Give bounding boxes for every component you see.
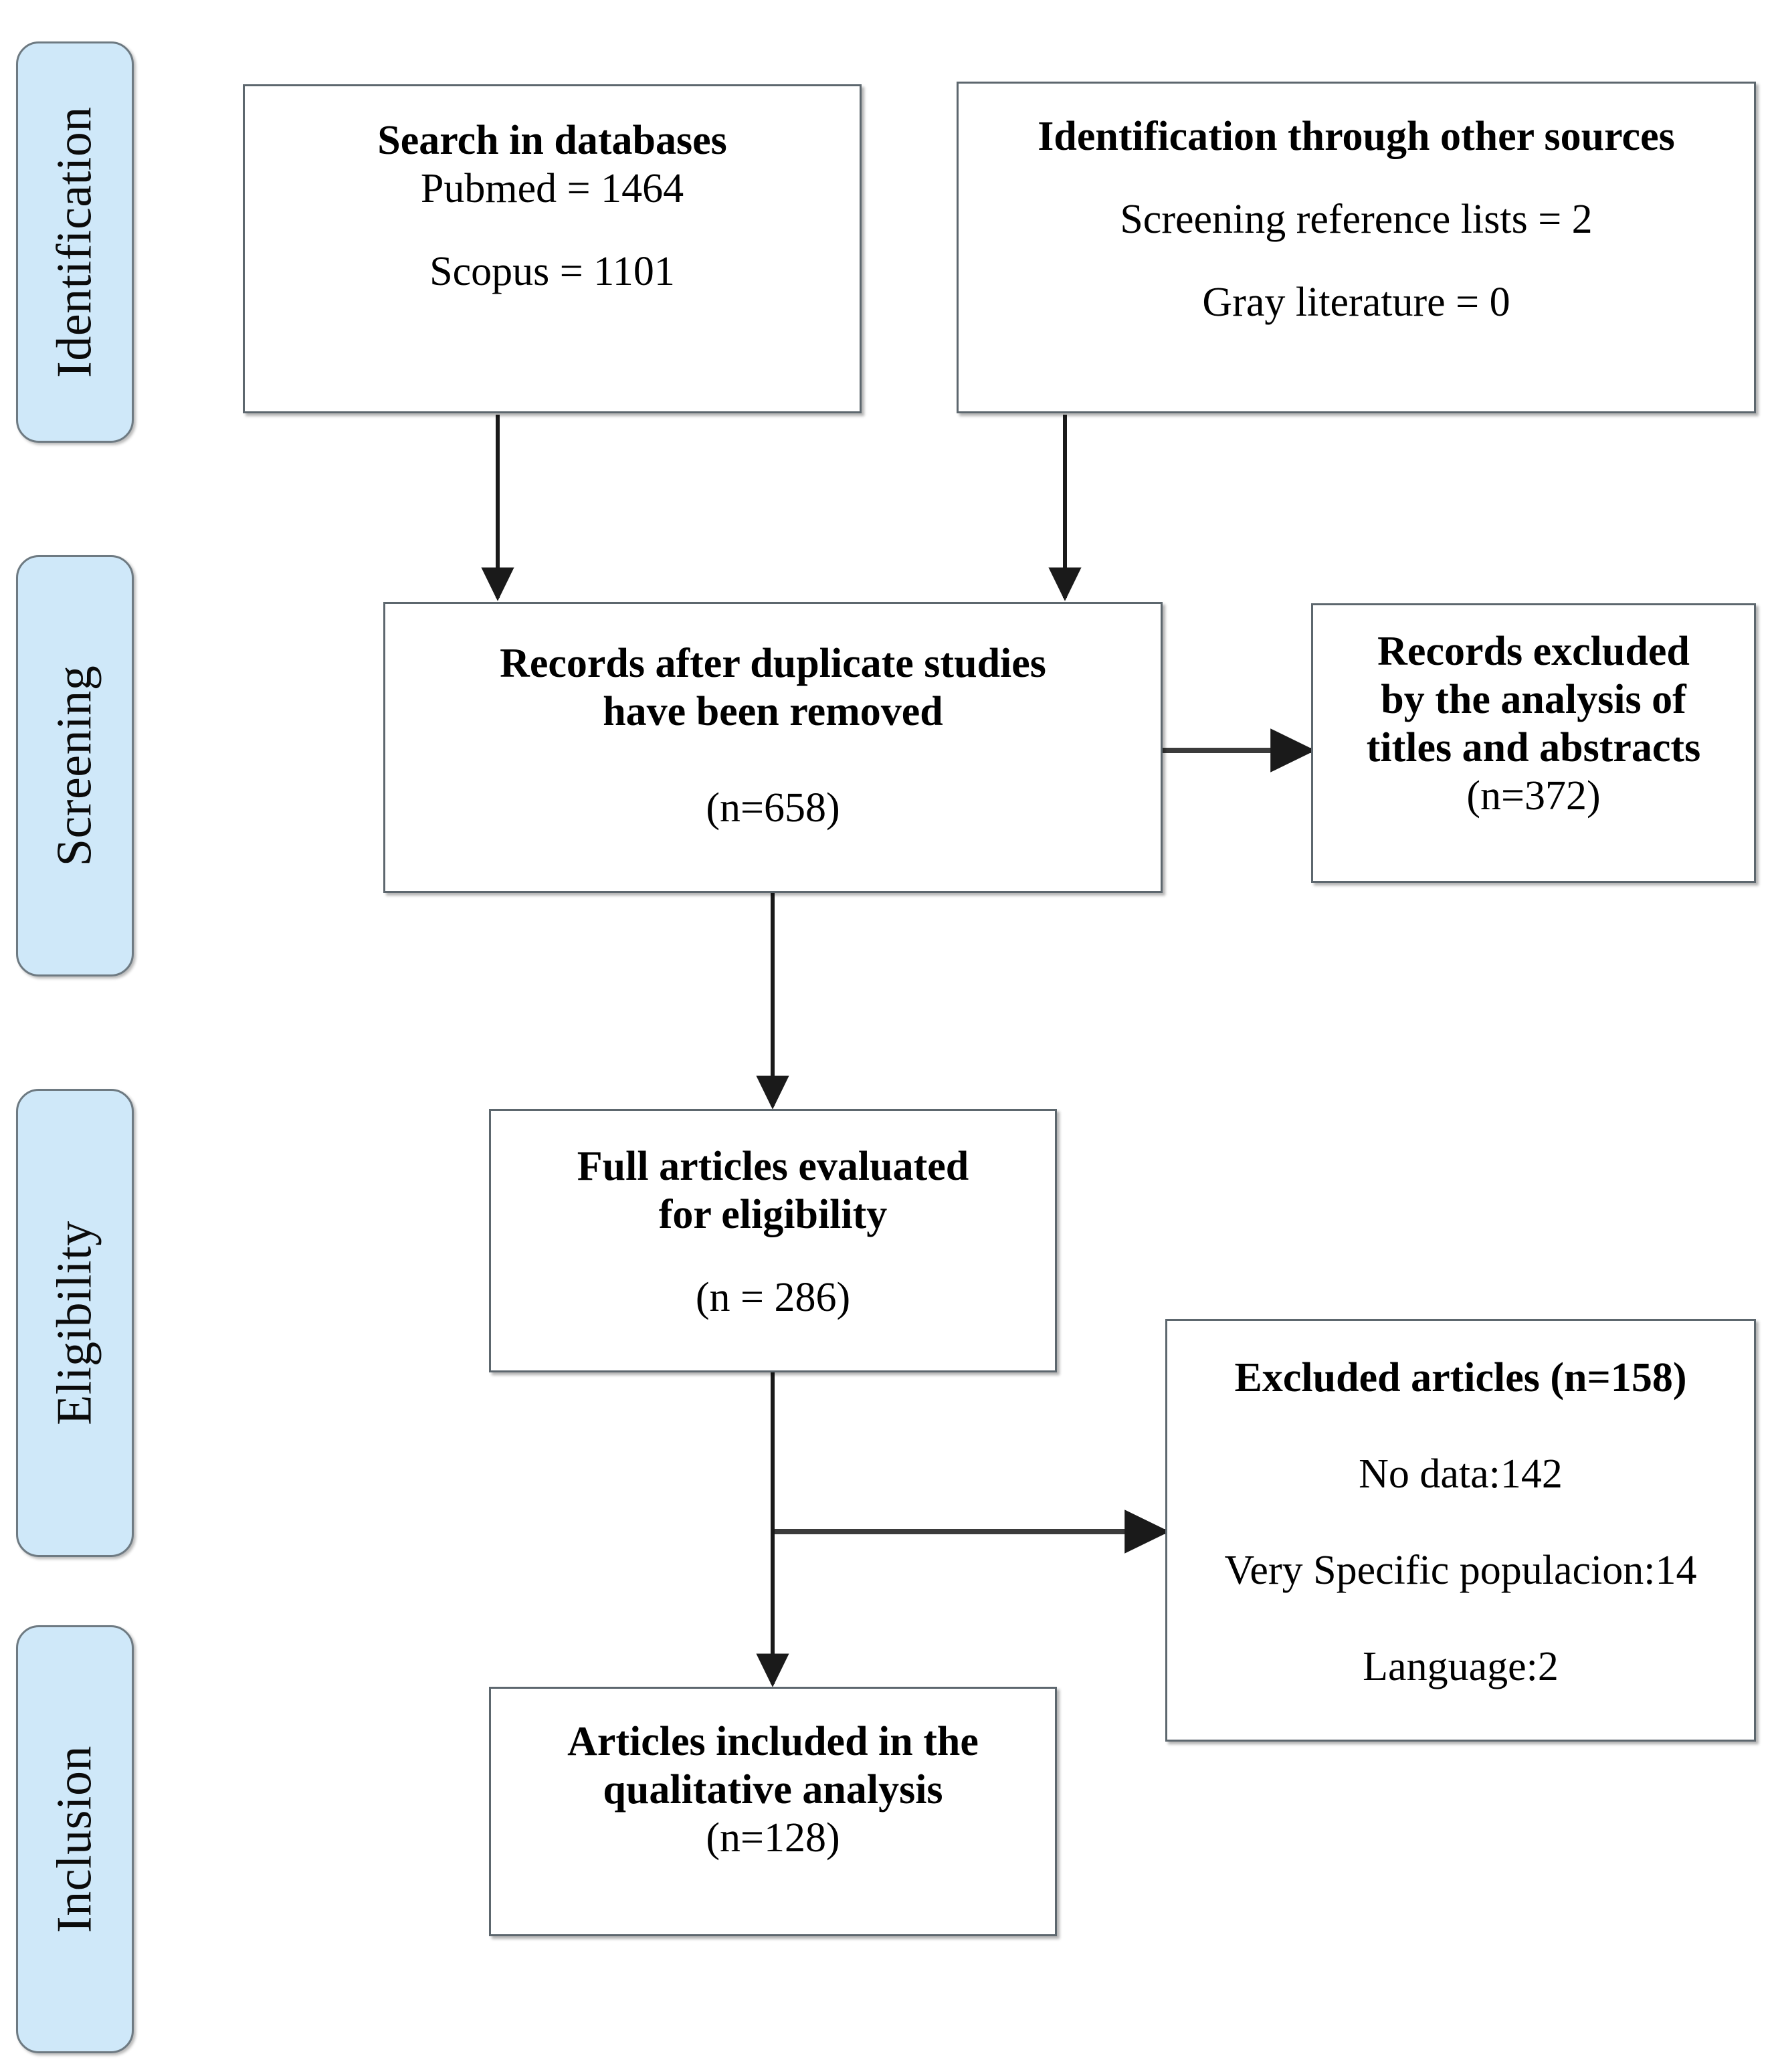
stage-label-identification-text: Identification xyxy=(47,106,102,378)
full-text-line-2: for eligibility xyxy=(658,1191,888,1237)
excluded-reason-population: Very Specific populacion:14 xyxy=(1224,1547,1697,1593)
stage-label-identification: Identification xyxy=(16,41,134,443)
stage-label-eligibility-text: Eligibility xyxy=(47,1221,102,1425)
stage-label-screening: Screening xyxy=(16,555,134,976)
box-articles-included: Articles included in the qualitative ana… xyxy=(489,1687,1057,1936)
records-excluded-line-3: titles and abstracts xyxy=(1366,724,1701,770)
full-text-count: (n = 286) xyxy=(695,1274,851,1320)
dedup-title-line-2: have been removed xyxy=(603,688,943,734)
other-sources-title: Identification through other sources xyxy=(1038,114,1675,159)
box-records-after-duplicates: Records after duplicate studies have bee… xyxy=(383,602,1163,893)
stage-label-eligibility: Eligibility xyxy=(16,1089,134,1557)
other-sources-gray-literature: Gray literature = 0 xyxy=(1202,279,1510,325)
included-line-2: qualitative analysis xyxy=(603,1766,943,1812)
other-sources-reference-lists: Screening reference lists = 2 xyxy=(1120,196,1593,242)
excluded-reason-no-data: No data:142 xyxy=(1359,1451,1563,1497)
records-excluded-line-1: Records excluded xyxy=(1377,629,1690,674)
box-excluded-articles: Excluded articles (n=158) No data:142 Ve… xyxy=(1165,1319,1756,1742)
databases-title: Search in databases xyxy=(377,118,727,163)
dedup-count: (n=658) xyxy=(706,785,840,831)
box-full-articles-evaluated: Full articles evaluated for eligibility … xyxy=(489,1109,1057,1372)
stage-label-screening-text: Screening xyxy=(47,665,102,867)
databases-scopus-count: Scopus = 1101 xyxy=(429,248,675,294)
excluded-reason-language: Language:2 xyxy=(1363,1643,1559,1689)
stage-label-inclusion-text: Inclusion xyxy=(47,1746,102,1933)
records-excluded-count: (n=372) xyxy=(1466,772,1601,819)
included-line-1: Articles included in the xyxy=(567,1719,979,1764)
box-other-sources: Identification through other sources Scr… xyxy=(957,82,1756,413)
excluded-articles-title: Excluded articles (n=158) xyxy=(1234,1355,1687,1401)
dedup-title-line-1: Records after duplicate studies xyxy=(500,641,1046,686)
box-records-excluded: Records excluded by the analysis of titl… xyxy=(1311,603,1756,883)
records-excluded-line-2: by the analysis of xyxy=(1381,676,1686,722)
databases-pubmed-count: Pubmed = 1464 xyxy=(420,165,684,211)
box-search-in-databases: Search in databases Pubmed = 1464 Scopus… xyxy=(243,84,862,413)
stage-label-inclusion: Inclusion xyxy=(16,1625,134,2053)
included-count: (n=128) xyxy=(706,1815,840,1861)
full-text-line-1: Full articles evaluated xyxy=(577,1144,969,1189)
